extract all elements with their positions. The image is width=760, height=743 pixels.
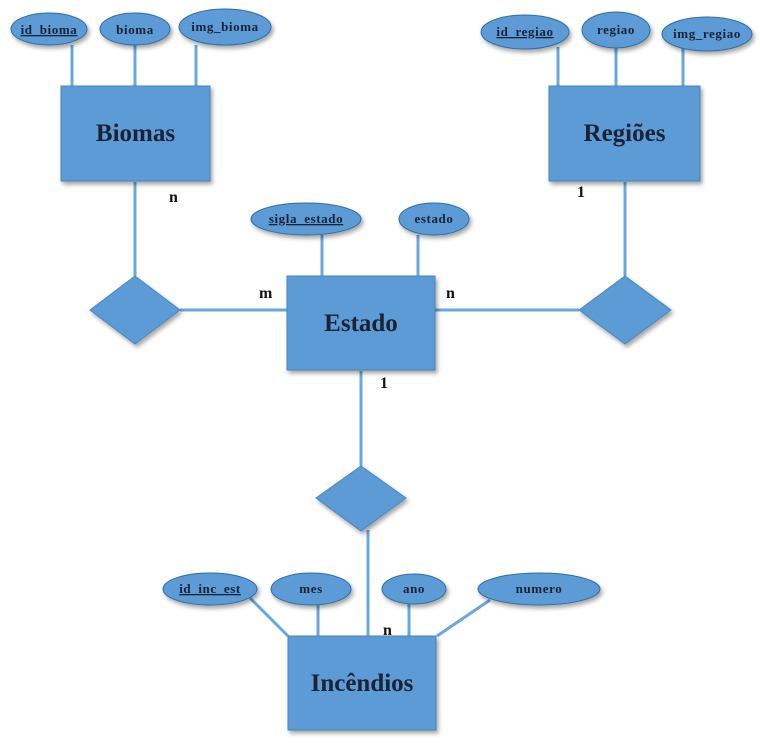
attr-bioma-ellipse bbox=[99, 12, 171, 46]
entity-incendios-box bbox=[287, 635, 437, 731]
attr-estado-ellipse bbox=[398, 202, 470, 236]
relationship-biomas-estado-diamond bbox=[89, 275, 181, 345]
attr-id-bioma-ellipse bbox=[10, 12, 88, 46]
attr-ano-label: ano bbox=[403, 581, 425, 596]
entity-regioes: Regiões id_regiao regiao img_regiao bbox=[480, 11, 753, 182]
attr-sigla-estado-ellipse bbox=[250, 202, 362, 236]
attr-img-bioma-label: img_bioma bbox=[191, 19, 259, 34]
cardinality-estado-incendios: 1 bbox=[380, 375, 388, 392]
entity-estado: Estado sigla_estado estado bbox=[250, 202, 470, 371]
entity-biomas-box bbox=[60, 85, 211, 182]
attr-id-inc-est-label: id_inc_est bbox=[179, 581, 241, 596]
relationships bbox=[89, 275, 672, 532]
attr-bioma-label: bioma bbox=[116, 22, 154, 37]
attr-id-inc-est-ellipse bbox=[162, 572, 258, 606]
attr-id-regiao-label: id_regiao bbox=[496, 24, 553, 39]
cardinality-estado-biomas: m bbox=[259, 285, 273, 302]
entity-regioes-name: Regiões bbox=[584, 120, 666, 147]
connector-numero bbox=[436, 598, 491, 638]
attr-img-regiao-ellipse bbox=[661, 16, 753, 52]
cardinality-labels: n m 1 n 1 n bbox=[169, 184, 585, 639]
attr-numero-label: numero bbox=[516, 581, 563, 596]
attr-id-regiao-ellipse bbox=[480, 14, 570, 50]
relationship-regioes-estado-diamond bbox=[578, 275, 672, 345]
attr-ano-ellipse bbox=[381, 573, 447, 605]
connectors bbox=[70, 45, 685, 638]
attr-img-bioma-ellipse bbox=[178, 8, 272, 46]
attr-sigla-estado-label: sigla_estado bbox=[269, 211, 343, 226]
attr-id-bioma-label: id_bioma bbox=[21, 22, 78, 37]
cardinality-incendios: n bbox=[383, 622, 392, 639]
entity-biomas-name: Biomas bbox=[96, 120, 175, 147]
entity-incendios: Incêndios id_inc_est mes ano numero bbox=[162, 572, 601, 731]
cardinality-biomas: n bbox=[169, 189, 178, 206]
attr-regiao-ellipse bbox=[581, 11, 651, 49]
attr-img-regiao-label: img_regiao bbox=[673, 26, 741, 41]
cardinality-estado-regioes: n bbox=[446, 285, 455, 302]
entity-estado-name: Estado bbox=[324, 310, 398, 337]
relationship-estado-incendios-diamond bbox=[315, 465, 407, 532]
attr-mes-label: mes bbox=[299, 581, 322, 596]
attr-estado-label: estado bbox=[415, 211, 454, 226]
attr-regiao-label: regiao bbox=[597, 22, 635, 37]
attr-mes-ellipse bbox=[270, 572, 352, 606]
entity-biomas: Biomas id_bioma bioma img_bioma bbox=[10, 8, 272, 182]
entity-regioes-box bbox=[548, 85, 701, 182]
connector-id-inc-est bbox=[248, 596, 290, 638]
entity-incendios-name: Incêndios bbox=[311, 670, 414, 697]
cardinality-regioes: 1 bbox=[577, 184, 585, 201]
entity-estado-box bbox=[286, 275, 436, 371]
attr-numero-ellipse bbox=[477, 572, 601, 606]
